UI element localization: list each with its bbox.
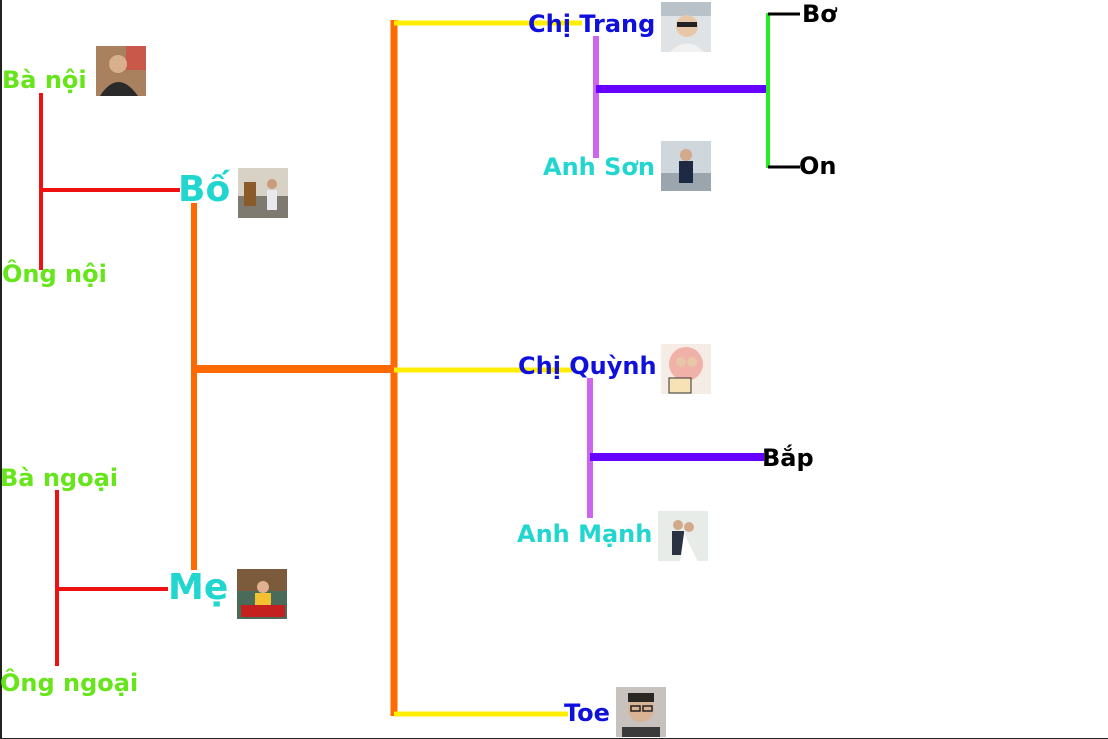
photo-toe <box>616 687 666 737</box>
label-ba-noi: Bà nội <box>2 66 87 94</box>
photo-chi-quynh <box>661 344 711 394</box>
label-ba-ngoai: Bà ngoại <box>0 464 119 492</box>
label-bo: Bố <box>178 169 231 210</box>
label-ong-noi: Ông nội <box>2 260 107 288</box>
label-chi-trang: Chị Trang <box>528 10 656 38</box>
photo-chi-trang <box>661 2 711 52</box>
photo-bo <box>238 168 288 218</box>
label-bo-child: Bơ <box>802 0 837 28</box>
label-anh-manh: Anh Mạnh <box>517 520 653 548</box>
label-ong-ngoai: Ông ngoại <box>0 669 139 697</box>
label-bap: Bắp <box>762 444 814 472</box>
photo-anh-son <box>661 141 711 191</box>
photo-ba-noi <box>96 46 146 96</box>
label-on-child: On <box>799 152 837 180</box>
label-me: Mẹ <box>168 567 229 608</box>
label-chi-quynh: Chị Quỳnh <box>518 352 657 380</box>
label-anh-son: Anh Sơn <box>543 153 655 181</box>
photo-anh-manh <box>658 511 708 561</box>
photo-me <box>237 569 287 619</box>
label-toe: Toe <box>564 699 610 727</box>
